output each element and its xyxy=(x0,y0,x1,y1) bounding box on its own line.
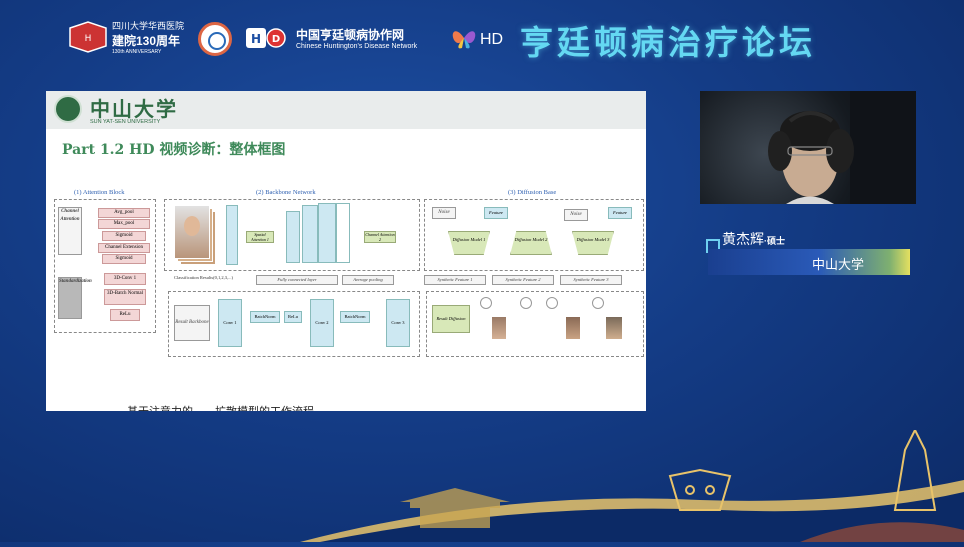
diffusion-model-1: Diffusion Model 1 xyxy=(448,231,490,255)
synthetic-feature-3: Synthetic Feature 3 xyxy=(560,275,622,285)
resnet-block-1 xyxy=(286,211,300,263)
sigmoid-box-1: Sigmoid xyxy=(102,231,146,241)
noise-box-1: Noise xyxy=(432,207,456,219)
relu-box: ReLu xyxy=(110,309,140,321)
feature-extraction-layer xyxy=(226,205,238,265)
architecture-diagram: (1) Attention Block Channel Attention Av… xyxy=(46,181,646,371)
result-diffusion-box: Result Diffusion xyxy=(432,305,470,333)
speaker-university: 中山大学 xyxy=(812,254,864,273)
network-name-en: Chinese Huntington's Disease Network xyxy=(296,43,417,50)
svg-text:H: H xyxy=(251,32,261,46)
layer2-box: Conv 2 xyxy=(310,299,334,347)
layer3-box: Conv 3 xyxy=(386,299,410,347)
channel-attention-2-box: Channel Attention 2 xyxy=(364,231,396,243)
hd-butterfly-icon xyxy=(450,24,478,52)
batchnorm-box-1: BatchNorm xyxy=(250,311,280,323)
result-backbone-box: Result Backbone xyxy=(174,305,210,341)
layer1-box: Conv 1 xyxy=(218,299,242,347)
anniversary-title: 建院130周年 xyxy=(112,32,192,49)
slide-caption: …基于注意力的……扩散模型的工作流程 xyxy=(116,403,314,411)
university-emblem-icon xyxy=(54,95,82,123)
patient-video-frames xyxy=(174,205,214,263)
hd-network-logo: H D xyxy=(246,26,292,50)
hospital-name: 四川大学华西医院 xyxy=(112,19,192,32)
slide-title: Part 1.2 HD 视频诊断：整体框图 xyxy=(62,139,285,159)
diffusion-model-3: Diffusion Model 3 xyxy=(572,231,614,255)
speaker-name-label: 黄杰辉·硕士 xyxy=(722,229,785,249)
resnet-block-2 xyxy=(302,205,318,263)
header-logo-hospital: H xyxy=(66,20,110,54)
svg-text:D: D xyxy=(272,34,280,45)
standardization-box: Standardization xyxy=(58,277,82,319)
sigmoid-box-2: Sigmoid xyxy=(102,254,146,264)
conv3d-box: 3D-Conv 1 xyxy=(104,273,146,285)
network-name-cn: 中国亨廷顿病协作网 xyxy=(296,26,417,43)
svg-text:H: H xyxy=(85,34,92,44)
relu-box-2: ReLu xyxy=(284,311,302,323)
speaker-name: 黄杰辉 xyxy=(722,231,764,247)
section-diffusion-label: (3) Diffusion Base xyxy=(508,189,556,196)
speaker-affiliation-bar: 中山大学 xyxy=(708,249,910,275)
noise-box-2: Noise xyxy=(564,209,588,221)
forum-title: 亨廷顿病治疗论坛 xyxy=(520,16,816,64)
section-attention-label: (1) Attention Block xyxy=(74,189,125,196)
classification-label: Classification Results(0,1,2,3,...) xyxy=(174,275,234,280)
max-pool-box: Max_pool xyxy=(98,219,150,229)
channel-extension-box: Channel Extension xyxy=(98,243,150,253)
spatial-attention-box: Spatial Attention 1 xyxy=(246,231,274,243)
feature-box-2: Feature xyxy=(608,207,632,219)
resnet-block-3 xyxy=(318,203,336,263)
speaker-degree: ·硕士 xyxy=(764,236,785,246)
avg-pooling-box: Average pooling xyxy=(342,275,394,285)
channel-attention-box: Channel Attention xyxy=(58,207,82,255)
bottom-decoration xyxy=(0,430,964,542)
batch-normal-box: 3D-Batch Normal xyxy=(104,289,146,305)
hd-label: HD xyxy=(480,31,503,49)
section-backbone-label: (2) Backbone Network xyxy=(256,189,316,196)
resnet-block-4 xyxy=(336,203,350,263)
speaker-webcam-video xyxy=(700,91,916,204)
batchnorm-box-2: BatchNorm xyxy=(340,311,370,323)
feature-box-1: Feature xyxy=(484,207,508,219)
slide-header-bar: 中山大学 SUN YAT-SEN UNIVERSITY xyxy=(46,91,646,129)
synthetic-feature-1: Synthetic Feature 1 xyxy=(424,275,486,285)
network-seal-icon xyxy=(198,22,232,56)
presentation-slide: 中山大学 SUN YAT-SEN UNIVERSITY Part 1.2 HD … xyxy=(46,91,646,411)
avg-pool-box: Avg_pool xyxy=(98,208,150,218)
fc-layer-box: Fully connected layer xyxy=(256,275,338,285)
anniversary-en: 130th ANNIVERSARY xyxy=(112,49,192,55)
slide-university-en: SUN YAT-SEN UNIVERSITY xyxy=(90,119,160,125)
synthetic-feature-2: Synthetic Feature 2 xyxy=(492,275,554,285)
slide-university-cn: 中山大学 xyxy=(90,93,178,122)
diffusion-model-2: Diffusion Model 2 xyxy=(510,231,552,255)
